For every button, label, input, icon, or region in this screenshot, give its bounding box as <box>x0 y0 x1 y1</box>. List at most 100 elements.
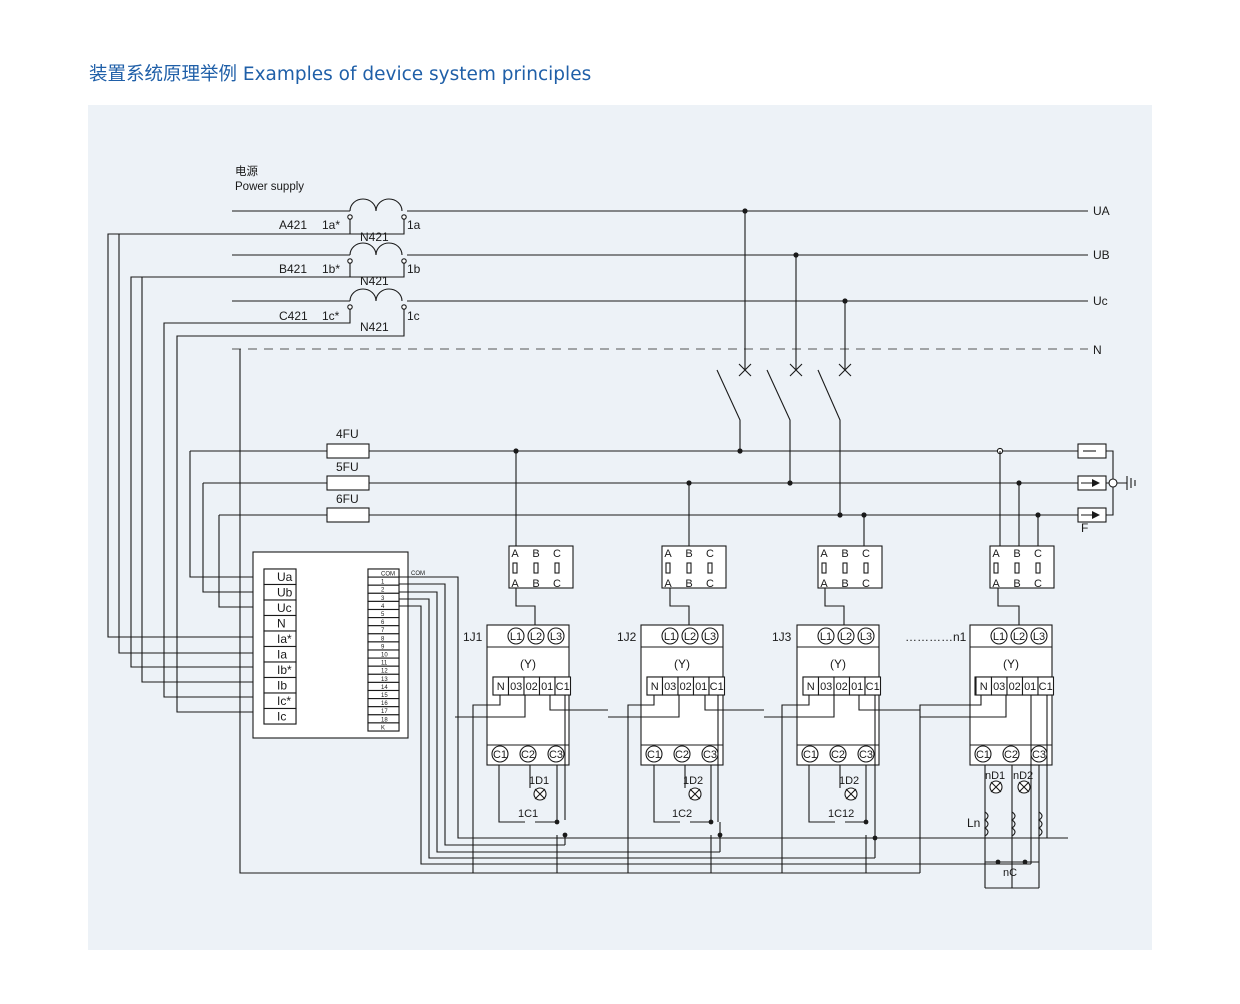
output-terminal-label: C2 <box>1004 749 1018 761</box>
breaker-terminal-bottom: B <box>532 578 539 590</box>
control-terminal-label: 02 <box>1009 681 1021 693</box>
fuse-label-4fu: 4FU <box>336 427 359 441</box>
ct-core: N421 <box>360 274 389 288</box>
f-label: F <box>1081 521 1088 535</box>
current-transformer-c: C421 1c* N421 1c <box>163 288 420 713</box>
bus-label-uc: Uc <box>1093 294 1108 308</box>
controller-output-label: K <box>381 725 385 731</box>
capacitor-label: nC <box>1003 867 1017 879</box>
breaker-terminal-top: C <box>706 548 714 560</box>
controller-output-label: 17 <box>381 709 388 715</box>
output-terminal-circle <box>645 745 663 763</box>
breaker-fuse-icon <box>863 562 869 574</box>
controller-output-label: COM <box>381 572 395 578</box>
output-terminal-circle <box>857 745 875 763</box>
main-switches <box>716 208 852 515</box>
output-terminal-label: C2 <box>675 749 689 761</box>
lamp-label: 1D1 <box>529 775 549 787</box>
control-terminal-label: 01 <box>851 681 863 693</box>
controller-input-terminal <box>263 707 297 725</box>
controller-output-label: 11 <box>381 661 388 667</box>
controller-input-label: Ub <box>277 586 293 600</box>
breaker-fuse-icon <box>707 562 713 574</box>
bus-label-ua: UA <box>1093 204 1110 218</box>
breaker-terminal-bottom: B <box>841 578 848 590</box>
breaker-terminal-bottom: A <box>820 578 828 590</box>
current-transformer-b: B421 1b* N421 1b <box>130 242 421 683</box>
line-terminal-circle <box>661 627 679 645</box>
breaker-terminal-top: A <box>992 548 1000 560</box>
breaker-fuse-icon <box>1014 562 1020 574</box>
controller-output-label: 8 <box>381 636 385 642</box>
switch-name: …………n1 <box>905 630 967 644</box>
coil-label: (Y) <box>674 657 690 671</box>
breaker-fuse-icon <box>512 562 518 574</box>
control-terminal-label: C1 <box>710 681 724 693</box>
controller-input-label: Ib <box>277 679 287 693</box>
switch-unit-n <box>919 447 1055 889</box>
controller-output-label: 7 <box>381 628 385 634</box>
capacitor-label: 1C12 <box>828 808 854 820</box>
controller-output-label: 18 <box>381 717 388 723</box>
controller-output-label: 2 <box>381 588 385 594</box>
control-terminal-label: 02 <box>836 681 848 693</box>
controller-input-label: Ic* <box>277 694 291 708</box>
lamp-label: 1D2 <box>839 775 859 787</box>
breaker-terminal-bottom: A <box>664 578 672 590</box>
control-terminal <box>554 676 572 696</box>
output-terminal-label: C3 <box>1032 749 1046 761</box>
breaker-terminal-top: C <box>553 548 561 560</box>
page-title: 装置系统原理举例 Examples of device system princ… <box>89 64 592 85</box>
output-terminal-label: C3 <box>549 749 563 761</box>
ct-name: B421 <box>279 262 307 276</box>
line-terminal-label: L3 <box>1033 631 1045 643</box>
output-terminal-circle <box>801 745 819 763</box>
breaker-terminal-bottom: C <box>1034 578 1042 590</box>
breaker-terminal-bottom: C <box>862 578 870 590</box>
control-terminal-label: 02 <box>526 681 538 693</box>
output-terminal-label: C2 <box>521 749 535 761</box>
line-terminal-label: L3 <box>860 631 872 643</box>
controller-output-label: 16 <box>381 701 388 707</box>
output-terminal-label: C3 <box>703 749 717 761</box>
bus-label-n: N <box>1093 343 1102 357</box>
ct-secondary: 1c <box>407 309 420 323</box>
line-terminal-circle <box>857 627 875 645</box>
controller-com-label: COM <box>411 571 425 577</box>
control-terminal-label: 01 <box>695 681 707 693</box>
fuse-label-6fu: 6FU <box>336 492 359 506</box>
capacitor-label: 1C2 <box>672 808 692 820</box>
ct-primary: 1b* <box>322 262 340 276</box>
fuse-4fu <box>326 443 370 459</box>
line-terminal-label: L3 <box>704 631 716 643</box>
line-terminal-circle <box>990 627 1008 645</box>
controller-output-label: 14 <box>381 685 388 691</box>
switch-name: 1J3 <box>772 630 792 644</box>
breaker-terminal-bottom: B <box>1013 578 1020 590</box>
output-terminal-label: C1 <box>493 749 507 761</box>
control-terminal-label: 02 <box>680 681 692 693</box>
fuse-5fu <box>326 475 370 491</box>
control-terminal <box>708 676 726 696</box>
breaker-fuse-icon <box>533 562 539 574</box>
breaker-terminal-top: A <box>511 548 519 560</box>
controller-input-label: Ic <box>277 710 286 724</box>
line-terminal-circle <box>701 627 719 645</box>
switch-name: 1J2 <box>617 630 637 644</box>
controller-input-label: Uc <box>277 601 292 615</box>
power-supply-label-cn: 电源 <box>235 164 258 178</box>
line-terminal-circle <box>837 627 855 645</box>
output-terminal-label: C3 <box>859 749 873 761</box>
ct-name: A421 <box>279 218 307 232</box>
output-terminal-circle <box>1030 745 1048 763</box>
fuse-6fu <box>326 507 370 523</box>
control-terminal-label: N <box>980 681 988 693</box>
current-transformer-a: A421 1a* N421 1a <box>107 198 421 654</box>
switch-name: 1J1 <box>463 630 483 644</box>
line-terminal-label: L1 <box>664 631 676 643</box>
reactor-label: Ln <box>967 816 980 830</box>
control-terminal <box>864 676 882 696</box>
control-terminal-label: 01 <box>541 681 553 693</box>
capacitor-label: 1C1 <box>518 808 538 820</box>
output-terminal-circle <box>673 745 691 763</box>
